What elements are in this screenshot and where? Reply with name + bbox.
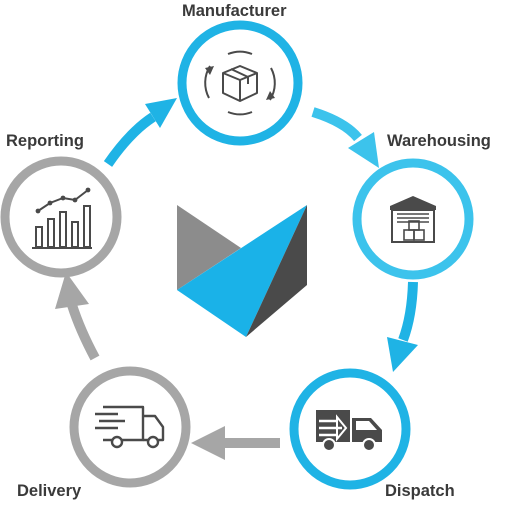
- arrow-reporting-to-manufacturer: [103, 98, 177, 167]
- fast-truck-icon: [316, 410, 382, 452]
- stage-reporting: [0, 156, 122, 278]
- delivery-label: Delivery: [17, 482, 82, 500]
- warehouse-icon: [390, 196, 436, 243]
- warehousing-label: Warehousing: [387, 132, 491, 150]
- box-cycle-icon: [204, 50, 276, 116]
- reporting-label: Reporting: [6, 132, 84, 150]
- stage-warehousing: [352, 158, 474, 280]
- bar-chart-icon: [32, 187, 92, 249]
- cycle-arrows: [55, 98, 418, 460]
- stage-dispatch: [289, 368, 411, 490]
- stage-manufacturer: [177, 20, 303, 146]
- manufacturer-label: Manufacturer: [182, 2, 287, 20]
- stage-delivery: [69, 366, 191, 488]
- arrow-dispatch-to-delivery: [191, 426, 280, 460]
- arrow-manufacturer-to-warehousing: [311, 107, 379, 168]
- arrow-delivery-to-reporting: [55, 272, 100, 361]
- arrow-warehousing-to-dispatch: [387, 281, 418, 372]
- dispatch-label: Dispatch: [385, 482, 455, 500]
- brand-logo-icon: [177, 205, 307, 337]
- delivery-truck-icon: [95, 405, 165, 449]
